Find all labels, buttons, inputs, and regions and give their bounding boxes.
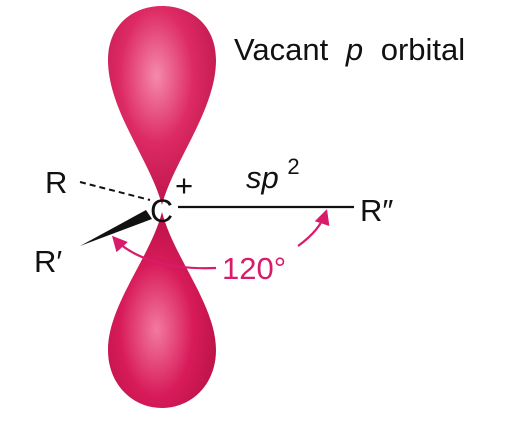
p-orbital-upper-lobe <box>108 6 216 205</box>
positive-charge: + <box>175 168 193 203</box>
angle-label: 120° <box>222 251 286 286</box>
wedge-bond <box>80 210 152 246</box>
hybridization-base: sp <box>246 160 279 195</box>
orbital-label-italic: p <box>345 32 363 67</box>
orbital-label-suffix: orbital <box>381 32 465 67</box>
carbon-atom: C <box>150 193 173 229</box>
substituent-r-prime: R′ <box>34 244 62 279</box>
substituent-r: R <box>45 165 67 200</box>
substituent-r-double-prime: R″ <box>360 193 393 228</box>
orbital-label-prefix: Vacant <box>234 32 329 67</box>
orbital-label: Vacant p orbital <box>234 32 465 67</box>
angle-arrow-left <box>111 235 217 270</box>
hybridization-exponent: 2 <box>287 154 299 179</box>
p-orbital-lower-lobe <box>108 212 216 408</box>
hybridization-label: sp 2 <box>246 154 300 195</box>
dashed-bond <box>79 181 151 201</box>
angle-arrow-right <box>297 209 330 247</box>
